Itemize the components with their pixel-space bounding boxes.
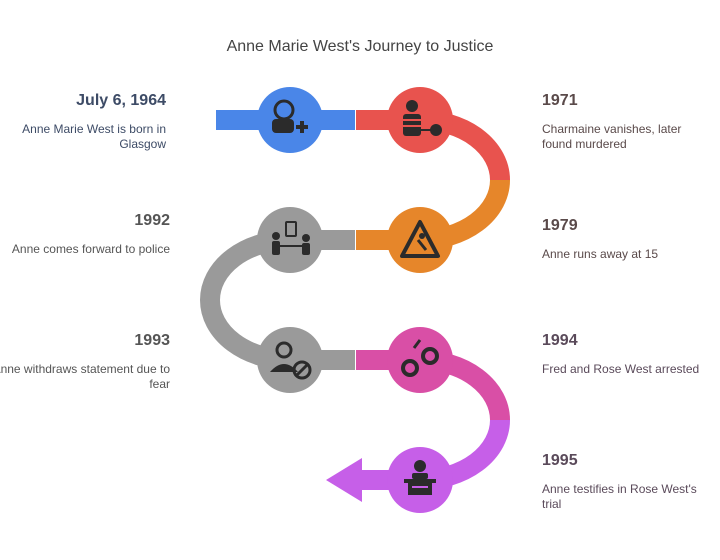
police-report-icon	[272, 221, 310, 255]
node-1993	[257, 327, 323, 393]
event-1971: 1971 Charmaine vanishes, later found mur…	[542, 92, 702, 152]
connector-6	[315, 350, 355, 370]
event-date: 1994	[542, 332, 578, 349]
event-1979: 1979 Anne runs away at 15	[542, 217, 702, 262]
connector-1	[216, 110, 264, 130]
running-warning-icon	[400, 220, 440, 258]
event-1992: 1992 Anne comes forward to police	[0, 212, 170, 257]
node-1994	[387, 327, 453, 393]
node-1992	[257, 207, 323, 273]
person-blocked-icon	[270, 341, 312, 380]
event-1993: 1993 Anne withdraws statement due to fea…	[0, 332, 170, 392]
timeline-arrowhead	[326, 458, 362, 502]
connector-5	[315, 230, 355, 250]
handcuffs-icon	[401, 339, 439, 377]
event-date: 1971	[542, 92, 578, 109]
event-text: Anne runs away at 15	[542, 247, 659, 261]
event-date: 1993	[134, 332, 170, 349]
node-1979	[387, 207, 453, 273]
connector-7	[356, 350, 392, 370]
connector-2	[315, 110, 355, 130]
event-text: Anne testifies in Rose West's trial	[542, 482, 697, 511]
event-date: 1995	[542, 452, 578, 469]
event-text: Charmaine vanishes, later found murdered	[542, 122, 682, 151]
baby-icon	[272, 99, 308, 133]
event-1964: July 6, 1964 Anne Marie West is born in …	[0, 92, 166, 152]
event-text: Fred and Rose West arrested	[542, 362, 700, 376]
prisoner-icon	[403, 100, 442, 136]
testify-podium-icon	[404, 460, 436, 495]
connector-4	[356, 230, 392, 250]
event-text: Anne comes forward to police	[11, 242, 170, 256]
event-text: Anne Marie West is born in Glasgow	[22, 122, 166, 151]
event-date: 1979	[542, 217, 578, 234]
connector-3	[356, 110, 392, 130]
diagram-title: Anne Marie West's Journey to Justice	[226, 38, 494, 55]
event-date: 1992	[134, 212, 170, 229]
event-text: Anne withdraws statement due to fear	[0, 362, 170, 391]
event-date: July 6, 1964	[76, 92, 166, 109]
event-1995: 1995 Anne testifies in Rose West's trial	[542, 452, 702, 512]
event-1994: 1994 Fred and Rose West arrested	[542, 332, 702, 377]
